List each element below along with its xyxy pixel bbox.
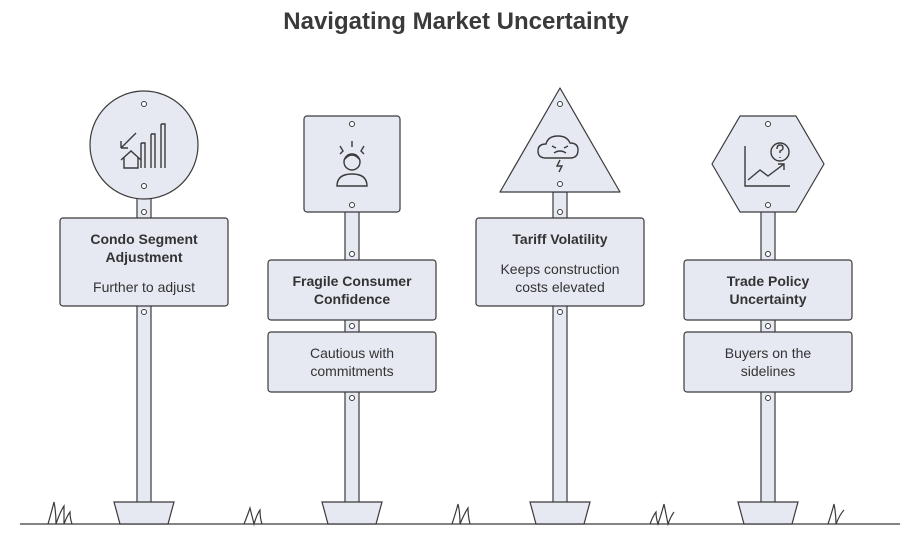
panel: [267, 331, 437, 393]
panel-text-tariff: Keeps construction costs elevated: [500, 261, 620, 295]
question-trend-icon: [744, 142, 790, 187]
panel-heading-trade: Trade Policy Uncertainty: [726, 273, 810, 307]
signpost-2: [267, 115, 437, 525]
stressed-person-icon: [336, 141, 368, 187]
panel: [475, 217, 645, 307]
sign-circle: [89, 90, 199, 200]
signpost-1: [59, 90, 229, 525]
pole-base: [113, 501, 175, 525]
pole-base: [529, 501, 591, 525]
pole-base: [737, 501, 799, 525]
panel: [683, 331, 853, 393]
sign-hexagon: [711, 115, 825, 213]
panel-heading-condo: Condo Segment Adjustment: [90, 231, 198, 265]
sign-triangle: [499, 87, 621, 193]
panel-text-trade: Buyers on the sidelines: [724, 345, 812, 379]
panel: [59, 217, 229, 307]
page-title: Navigating Market Uncertainty: [283, 8, 629, 35]
panel-heading-tariff: Tariff Volatility: [512, 231, 608, 247]
storm-cloud-icon: [537, 135, 579, 173]
panel-heading-consumer: Fragile Consumer Confidence: [292, 273, 412, 307]
panel-text-condo: Further to adjust: [93, 279, 195, 295]
pole-base: [321, 501, 383, 525]
panel-text-consumer: Cautious with commitments: [309, 345, 395, 379]
signpost-3: [475, 87, 645, 525]
panel: [683, 259, 853, 321]
house-chart-icon: [120, 123, 166, 169]
signpost-4: [683, 115, 853, 525]
panel: [267, 259, 437, 321]
sign-square: [303, 115, 401, 213]
